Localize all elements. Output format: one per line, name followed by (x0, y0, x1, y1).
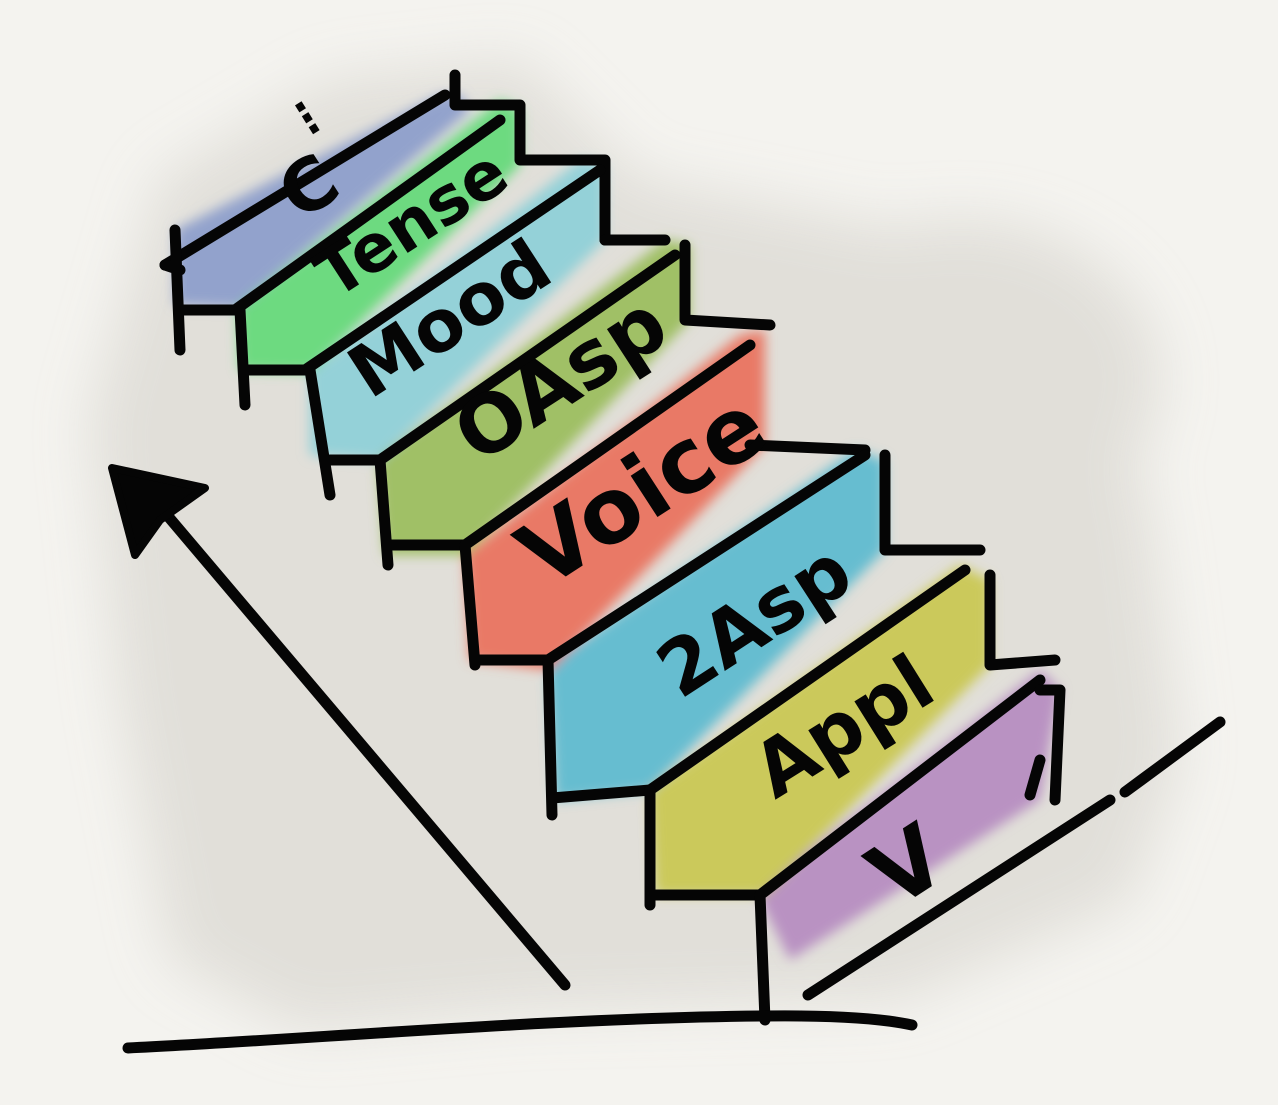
stair-edge (644, 564, 1061, 796)
stair-edge (374, 249, 681, 571)
stair-edge (159, 224, 241, 356)
step-wash-voice (465, 330, 765, 670)
floor-line (122, 1010, 918, 1054)
ramp-line (802, 716, 1226, 1001)
arrow-shaft (144, 489, 571, 991)
step-wash-tense (238, 100, 520, 372)
step-wash-mood (310, 160, 605, 460)
arrowhead-icon (108, 464, 209, 559)
staircase-outline (159, 69, 1066, 1026)
stair-edge (542, 449, 871, 821)
stair-edge (299, 164, 606, 501)
stair-edge (644, 784, 766, 911)
step-wash-oasp (378, 240, 690, 555)
stair-edge (754, 674, 1046, 1026)
step-wash-c (175, 95, 470, 308)
stair-edge (514, 149, 611, 246)
step-wash-v (760, 670, 1060, 960)
step-wash-appl (650, 565, 990, 895)
step-color-washes (175, 95, 1060, 960)
step-wash-2asp (548, 450, 885, 800)
upward-arrow (108, 464, 571, 991)
stair-edge (744, 439, 986, 556)
stair-edge (1024, 684, 1066, 806)
stair-edge (459, 339, 756, 671)
stair-edge (229, 114, 506, 411)
stair-edge (679, 239, 776, 331)
stair-edge (159, 69, 526, 271)
